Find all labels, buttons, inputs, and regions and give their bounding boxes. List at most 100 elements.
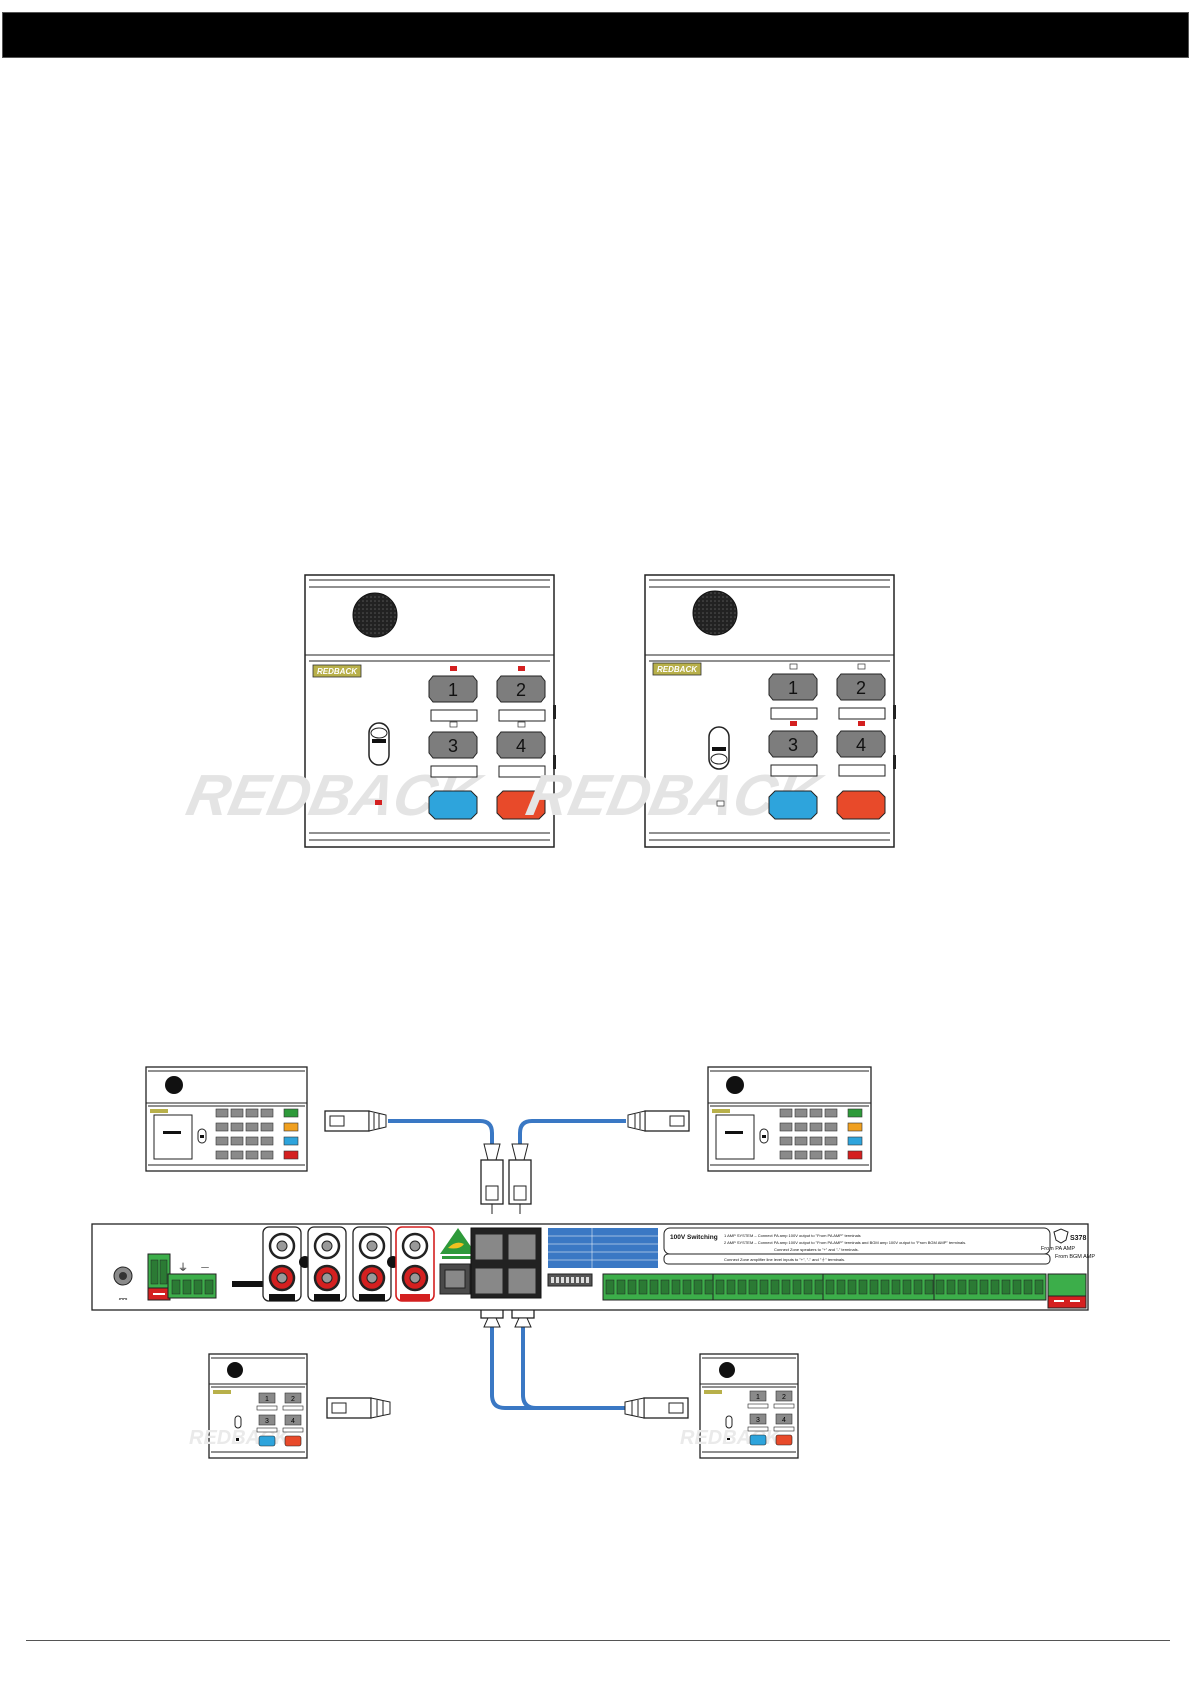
screw-terminal[interactable] [759, 1279, 769, 1295]
screw-terminal[interactable] [803, 1279, 813, 1295]
zone-button-3[interactable]: 3 [768, 730, 818, 758]
screw-terminal[interactable] [627, 1279, 637, 1295]
zone-button-2[interactable]: 2 [836, 673, 886, 701]
screw-terminal[interactable] [858, 1279, 868, 1295]
screw-terminal[interactable] [869, 1279, 879, 1295]
green-key[interactable] [283, 1108, 299, 1118]
zone-button-1[interactable] [749, 1390, 767, 1402]
screw-terminal[interactable] [902, 1279, 912, 1295]
from-amp-terminals[interactable]: From PA AMP From BGM AMP [1041, 1246, 1095, 1309]
red-button[interactable] [284, 1435, 302, 1447]
blue-key[interactable] [847, 1136, 863, 1146]
zone-button-3[interactable]: 3 [428, 731, 478, 759]
screw-terminal[interactable] [1023, 1279, 1033, 1295]
dip-switch[interactable] [547, 1273, 593, 1287]
blue-button[interactable] [749, 1434, 767, 1446]
green-key[interactable] [847, 1108, 863, 1118]
blue-button[interactable] [258, 1435, 276, 1447]
red-button[interactable] [496, 790, 546, 820]
screw-terminal[interactable] [660, 1279, 670, 1295]
screw-terminal[interactable] [825, 1279, 835, 1295]
rj45-socket-2[interactable] [507, 1233, 537, 1261]
screw-terminal[interactable] [616, 1279, 626, 1295]
zone-button-2[interactable] [284, 1392, 302, 1404]
power-terminal[interactable] [147, 1253, 171, 1301]
screw-terminal[interactable] [935, 1279, 945, 1295]
zone-button-1[interactable]: 1 [768, 673, 818, 701]
screw-terminal[interactable] [737, 1279, 747, 1295]
red-button[interactable] [775, 1434, 793, 1446]
brand-badge [652, 662, 702, 676]
status-led [375, 800, 382, 805]
screw-terminal[interactable] [715, 1279, 725, 1295]
screw-terminal[interactable] [880, 1279, 890, 1295]
screw-terminal[interactable] [836, 1279, 846, 1295]
rj45-socket-4[interactable] [507, 1267, 537, 1295]
speaker-grille [719, 1362, 735, 1378]
screw-terminal[interactable] [1034, 1279, 1044, 1295]
zone-button-2[interactable] [775, 1390, 793, 1402]
blue-button[interactable] [768, 790, 818, 820]
zone-button-4[interactable] [775, 1413, 793, 1425]
screw-terminal[interactable] [605, 1279, 615, 1295]
slot [232, 1281, 272, 1287]
screw-terminal[interactable] [946, 1279, 956, 1295]
led-zone-4 [858, 721, 865, 726]
screw-terminal[interactable] [770, 1279, 780, 1295]
red-key[interactable] [283, 1150, 299, 1160]
volume-knob[interactable] [234, 1415, 242, 1429]
zone-button-1[interactable]: 1 [428, 675, 478, 703]
red-button[interactable] [836, 790, 886, 820]
zone-button-2[interactable]: 2 [496, 675, 546, 703]
screw-terminal[interactable] [693, 1279, 703, 1295]
dc-symbol: ⎓ [119, 1293, 128, 1305]
label-strip-4 [498, 765, 546, 778]
screw-terminal[interactable] [748, 1279, 758, 1295]
screw-terminal[interactable] [913, 1279, 923, 1295]
blue-button[interactable] [428, 790, 478, 820]
screw-terminal[interactable] [781, 1279, 791, 1295]
screw-terminal[interactable] [891, 1279, 901, 1295]
zone-terminals[interactable] [602, 1273, 1047, 1301]
rj45-plug-upper-1 [480, 1143, 504, 1214]
screw-terminal[interactable] [1001, 1279, 1011, 1295]
zone-button-4[interactable]: 4 [496, 731, 546, 759]
screw-terminal[interactable] [704, 1279, 714, 1295]
switching-line-1: 1 AMP SYSTEM – Connect PA amp 100V outpu… [724, 1233, 861, 1238]
keypad-panel-left [145, 1066, 308, 1172]
red-key[interactable] [847, 1150, 863, 1160]
label-strip-1 [770, 707, 818, 720]
screw-terminal[interactable] [792, 1279, 802, 1295]
screw-terminal[interactable] [957, 1279, 967, 1295]
zone-button-1[interactable] [258, 1392, 276, 1404]
screw-terminal[interactable] [847, 1279, 857, 1295]
rj45-socket-1[interactable] [474, 1233, 504, 1261]
zone-button-4[interactable] [284, 1414, 302, 1426]
screw-terminal[interactable] [649, 1279, 659, 1295]
zone-button-4[interactable]: 4 [836, 730, 886, 758]
screw-terminal[interactable] [968, 1279, 978, 1295]
screw-terminal[interactable] [682, 1279, 692, 1295]
rj45-socket-3[interactable] [474, 1267, 504, 1295]
keypad-panel-right [707, 1066, 872, 1172]
control-terminal[interactable]: ⏚ ⏤ [167, 1262, 217, 1299]
screw-terminal[interactable] [814, 1279, 824, 1295]
screw-terminal[interactable] [671, 1279, 681, 1295]
orange-key[interactable] [283, 1122, 299, 1132]
volume-knob[interactable] [708, 726, 730, 770]
svg-text:⏚: ⏚ [178, 1262, 188, 1274]
screw-terminal[interactable] [990, 1279, 1000, 1295]
switching-title: 100V Switching [670, 1234, 718, 1241]
screw-terminal[interactable] [924, 1279, 934, 1295]
zone-button-3[interactable] [258, 1414, 276, 1426]
screw-terminal[interactable] [726, 1279, 736, 1295]
screw-terminal[interactable] [1012, 1279, 1022, 1295]
volume-knob[interactable] [725, 1415, 733, 1429]
zone-button-3[interactable] [749, 1413, 767, 1425]
blue-key[interactable] [283, 1136, 299, 1146]
orange-key[interactable] [847, 1122, 863, 1132]
speaker-grille [692, 590, 738, 636]
screw-terminal[interactable] [638, 1279, 648, 1295]
screw-terminal[interactable] [979, 1279, 989, 1295]
volume-knob[interactable] [368, 722, 390, 766]
